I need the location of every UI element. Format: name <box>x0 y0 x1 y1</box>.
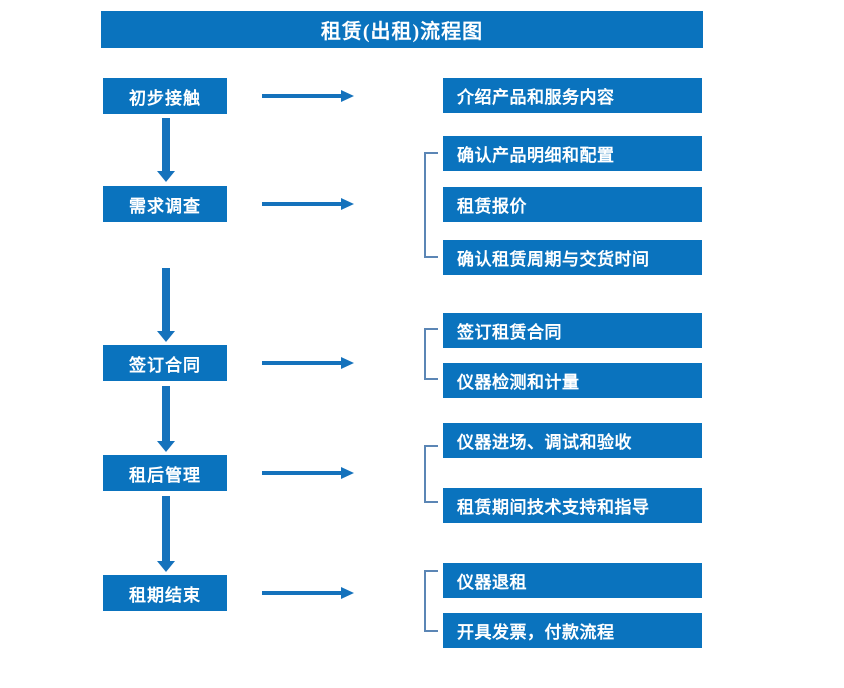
detail-box-1[interactable]: 介绍产品和服务内容 <box>443 78 702 113</box>
detail-box-3[interactable]: 租赁报价 <box>443 187 702 222</box>
arrow-shaft <box>262 471 342 475</box>
arrow-shaft <box>162 496 170 561</box>
arrow-shaft <box>262 361 342 365</box>
arrow-right-icon <box>341 198 354 210</box>
detail-box-4[interactable]: 确认租赁周期与交货时间 <box>443 240 702 275</box>
detail-box-7[interactable]: 仪器进场、调试和验收 <box>443 423 702 458</box>
detail-box-5[interactable]: 签订租赁合同 <box>443 313 702 348</box>
connector-arrow-right-2 <box>262 196 354 212</box>
stage-box-2[interactable]: 需求调查 <box>103 186 227 222</box>
connector-arrow-right-3 <box>262 355 354 371</box>
arrow-right-icon <box>341 90 354 102</box>
group-bracket-1 <box>424 152 438 258</box>
group-bracket-2 <box>424 328 438 380</box>
arrow-down-icon <box>157 561 175 572</box>
group-bracket-4 <box>424 570 438 632</box>
detail-box-8[interactable]: 租赁期间技术支持和指导 <box>443 488 702 523</box>
arrow-shaft <box>162 268 170 331</box>
connector-arrow-right-4 <box>262 465 354 481</box>
detail-box-9[interactable]: 仪器退租 <box>443 563 702 598</box>
arrow-shaft <box>162 386 170 441</box>
arrow-shaft <box>262 94 342 98</box>
flow-arrow-down-3 <box>157 386 175 452</box>
stage-box-3[interactable]: 签订合同 <box>103 345 227 381</box>
arrow-shaft <box>262 591 342 595</box>
connector-arrow-right-5 <box>262 585 354 601</box>
page-title: 租赁(出租)流程图 <box>101 11 703 48</box>
arrow-shaft <box>262 202 342 206</box>
arrow-right-icon <box>341 587 354 599</box>
arrow-shaft <box>162 118 170 171</box>
arrow-down-icon <box>157 331 175 342</box>
group-bracket-3 <box>424 445 438 503</box>
connector-arrow-right-1 <box>262 88 354 104</box>
arrow-right-icon <box>341 357 354 369</box>
arrow-down-icon <box>157 441 175 452</box>
detail-box-6[interactable]: 仪器检测和计量 <box>443 363 702 398</box>
arrow-down-icon <box>157 171 175 182</box>
arrow-right-icon <box>341 467 354 479</box>
detail-box-10[interactable]: 开具发票，付款流程 <box>443 613 702 648</box>
flow-arrow-down-4 <box>157 496 175 572</box>
stage-box-5[interactable]: 租期结束 <box>103 575 227 611</box>
detail-box-2[interactable]: 确认产品明细和配置 <box>443 136 702 171</box>
stage-box-1[interactable]: 初步接触 <box>103 78 227 114</box>
stage-box-4[interactable]: 租后管理 <box>103 455 227 491</box>
flow-arrow-down-1 <box>157 118 175 182</box>
flow-arrow-down-2 <box>157 268 175 342</box>
